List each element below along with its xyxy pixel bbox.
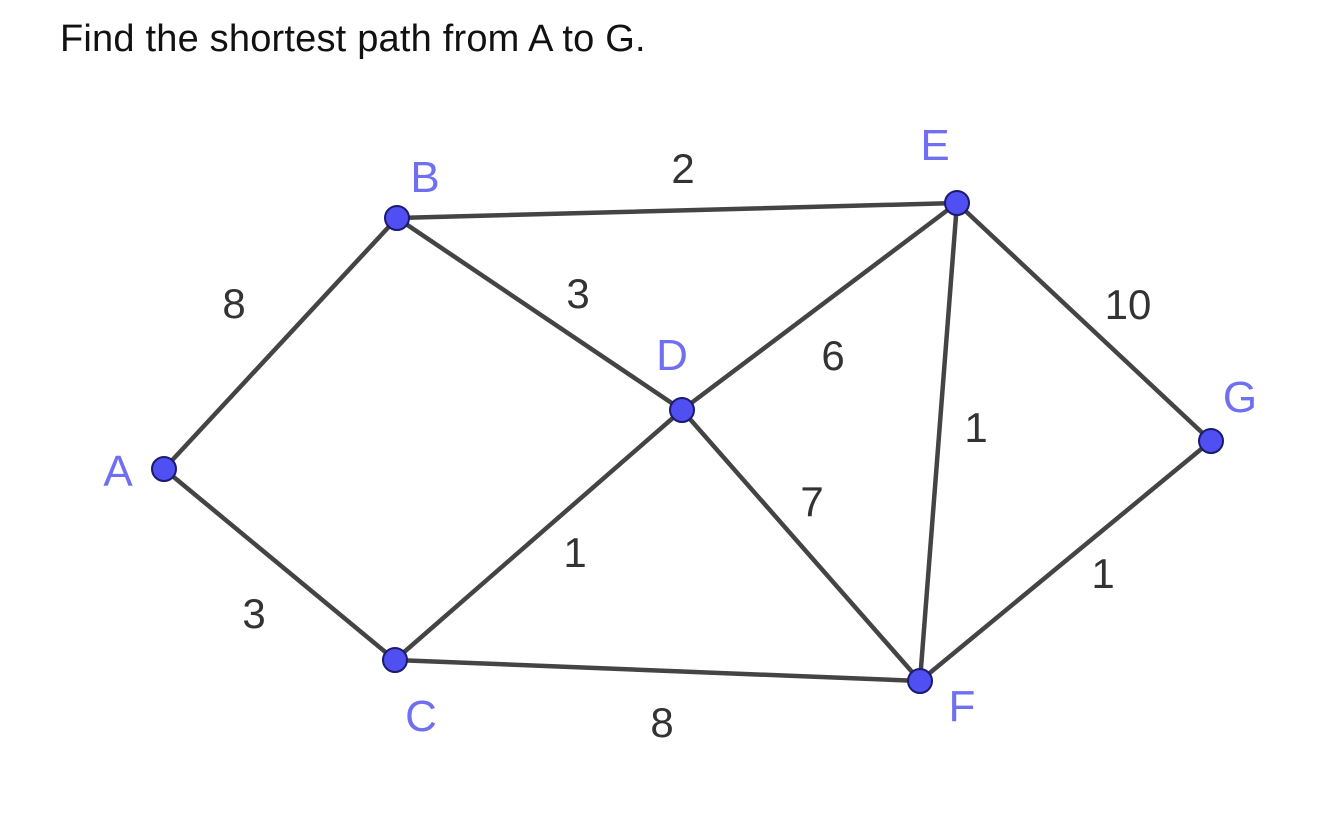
edge-f-g <box>917 438 1214 684</box>
question-text: Find the shortest path from A to G. <box>60 18 646 60</box>
weight-label-b-d: 3 <box>566 270 589 317</box>
weight-label-c-d: 1 <box>563 529 586 576</box>
node-e <box>944 190 970 216</box>
nodes-layer <box>151 190 1224 694</box>
edge-c-d <box>392 407 685 663</box>
node-labels-layer: A B C D E F G <box>103 121 1257 741</box>
weight-label-d-f: 7 <box>800 478 823 525</box>
edge-e-f <box>917 200 960 684</box>
weight-label-d-e: 6 <box>821 332 844 379</box>
node-d <box>669 397 695 423</box>
node-label-d: D <box>656 331 688 380</box>
node-label-f: F <box>949 682 976 731</box>
node-label-a: A <box>103 447 133 496</box>
edge-weights-layer: 8 3 2 3 1 8 6 7 1 10 1 <box>222 145 1151 746</box>
weight-label-c-f: 8 <box>650 699 673 746</box>
node-label-e: E <box>920 121 949 170</box>
node-a <box>151 456 177 482</box>
weight-label-e-g: 10 <box>1105 281 1152 328</box>
edge-b-d <box>394 215 685 413</box>
edge-a-b <box>161 215 400 472</box>
weight-label-e-f: 1 <box>964 404 987 451</box>
weight-label-a-b: 8 <box>222 280 245 327</box>
node-b <box>384 205 410 231</box>
weight-label-b-e: 2 <box>671 145 694 192</box>
node-f <box>907 668 933 694</box>
edge-d-e <box>679 200 960 413</box>
edge-b-e <box>394 200 960 221</box>
edge-a-c <box>161 466 398 663</box>
edge-d-f <box>679 407 923 684</box>
edge-e-g <box>954 200 1214 444</box>
node-g <box>1198 428 1224 454</box>
node-label-g: G <box>1223 373 1257 422</box>
node-label-c: C <box>405 692 437 741</box>
weight-label-a-c: 3 <box>242 590 265 637</box>
node-label-b: B <box>410 153 439 202</box>
edges-layer <box>161 200 1214 684</box>
node-c <box>382 647 408 673</box>
edge-c-f <box>392 657 923 684</box>
weight-label-f-g: 1 <box>1091 550 1114 597</box>
